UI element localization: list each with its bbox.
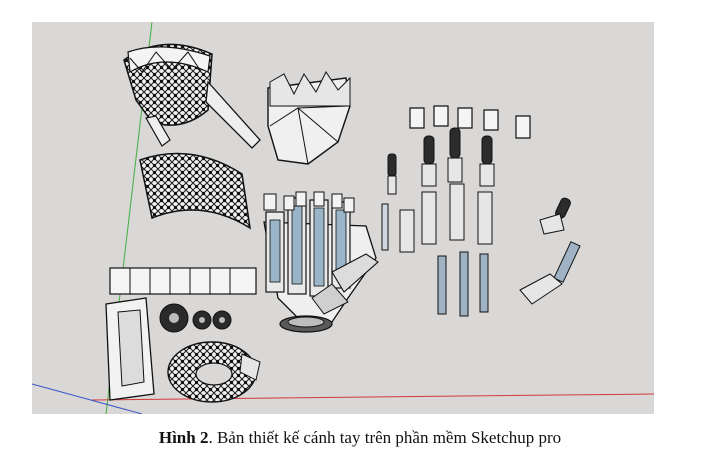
forearm-cuff-part	[123, 43, 261, 149]
base-plates-part	[105, 267, 257, 401]
sketchup-viewport[interactable]	[32, 22, 654, 414]
thumb-parts-group	[519, 197, 581, 305]
wrist-ring-part	[167, 341, 261, 403]
fingertip-caps-row	[409, 105, 531, 139]
figure-caption: Hình 2. Bản thiết kế cánh tay trên phần …	[0, 428, 720, 448]
blue-axis	[32, 383, 143, 414]
finger-segments-group	[381, 127, 495, 317]
model-scene	[32, 22, 654, 414]
gears-part	[159, 303, 232, 333]
figure-caption-label: Hình 2	[158, 428, 209, 447]
red-axis	[91, 393, 654, 401]
figure-caption-text: . Bản thiết kế cánh tay trên phần mềm Sk…	[208, 428, 562, 447]
palm-cover-part	[267, 71, 351, 165]
hand-assembly-part	[263, 191, 379, 333]
forearm-shell-part	[139, 152, 251, 230]
